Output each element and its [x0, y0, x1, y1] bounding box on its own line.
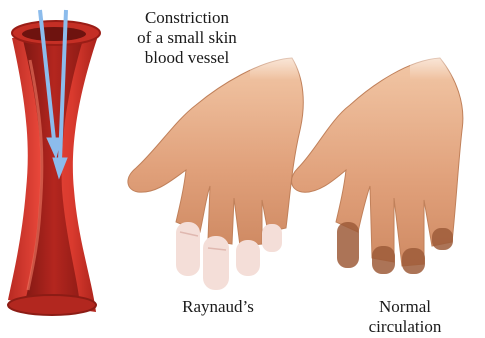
blood-vessel: [8, 10, 100, 315]
vessel-caption-line3: blood vessel: [112, 48, 262, 68]
normal-caption-line2: circulation: [345, 317, 465, 337]
raynaud-palm: [128, 58, 303, 246]
vessel-bottom-opening: [8, 295, 96, 315]
normal-caption: Normal circulation: [345, 297, 465, 337]
normal-fingertips: [337, 222, 453, 274]
vessel-caption: Constriction of a small skin blood vesse…: [112, 8, 262, 68]
raynaud-caption: Raynaud’s: [158, 297, 278, 317]
vessel-caption-line1: Constriction: [112, 8, 262, 28]
vessel-caption-line2: of a small skin: [112, 28, 262, 48]
normal-caption-line1: Normal: [345, 297, 465, 317]
raynaud-hand: [128, 40, 320, 290]
